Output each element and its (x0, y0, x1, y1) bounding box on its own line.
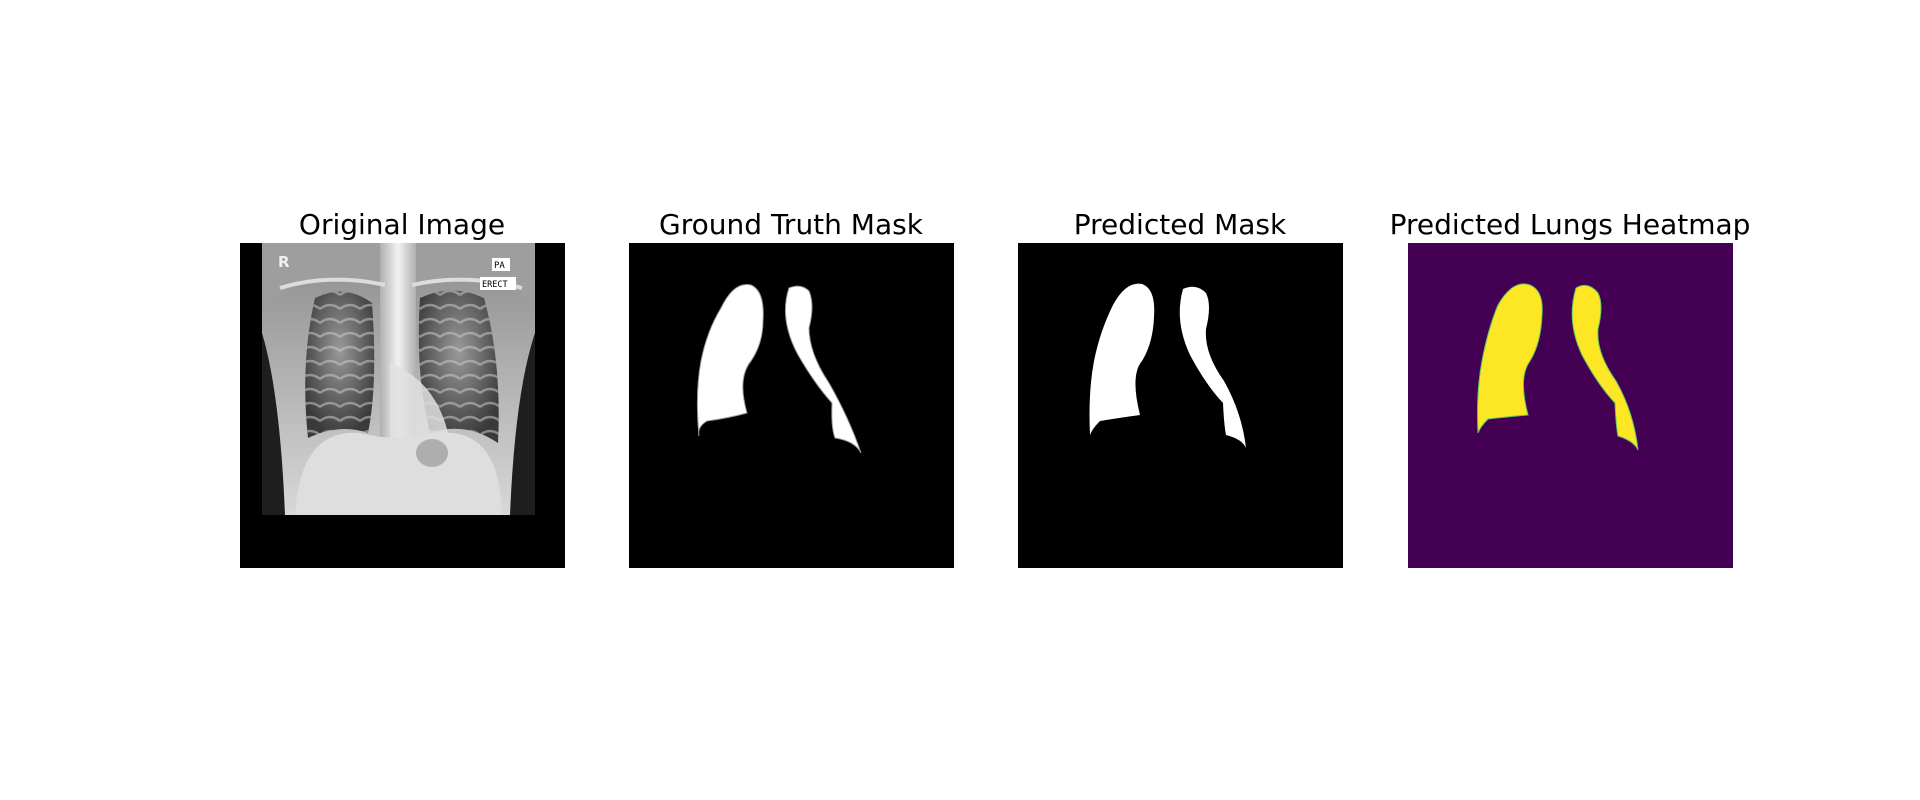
heatmap-right-lung (1571, 284, 1639, 451)
predicted-lungs-heatmap-image (1408, 243, 1733, 568)
panel-title-original-image: Original Image (298, 208, 506, 241)
xray-position-label-box (480, 277, 516, 290)
ground-truth-mask-image (629, 243, 954, 568)
original-xray-image: R PA ERECT (240, 243, 565, 568)
xray-position-label: ERECT (482, 280, 508, 290)
xray-view-label: PA (494, 261, 505, 271)
ground-truth-left-lung (696, 283, 764, 437)
xray-view-label-box (492, 258, 510, 271)
predicted-mask-image (1018, 243, 1343, 568)
panel-title-predicted-mask: Predicted Mask (1073, 208, 1287, 241)
predicted-right-lung (1179, 286, 1246, 448)
predicted-left-lung (1089, 283, 1155, 435)
heatmap-left-lung (1477, 283, 1543, 434)
panel-title-ground-truth-mask: Ground Truth Mask (659, 208, 923, 241)
panel-title-predicted-lungs-heatmap: Predicted Lungs Heatmap (1389, 208, 1751, 241)
xray-side-marker: R (278, 253, 290, 271)
ground-truth-right-lung (784, 285, 862, 454)
